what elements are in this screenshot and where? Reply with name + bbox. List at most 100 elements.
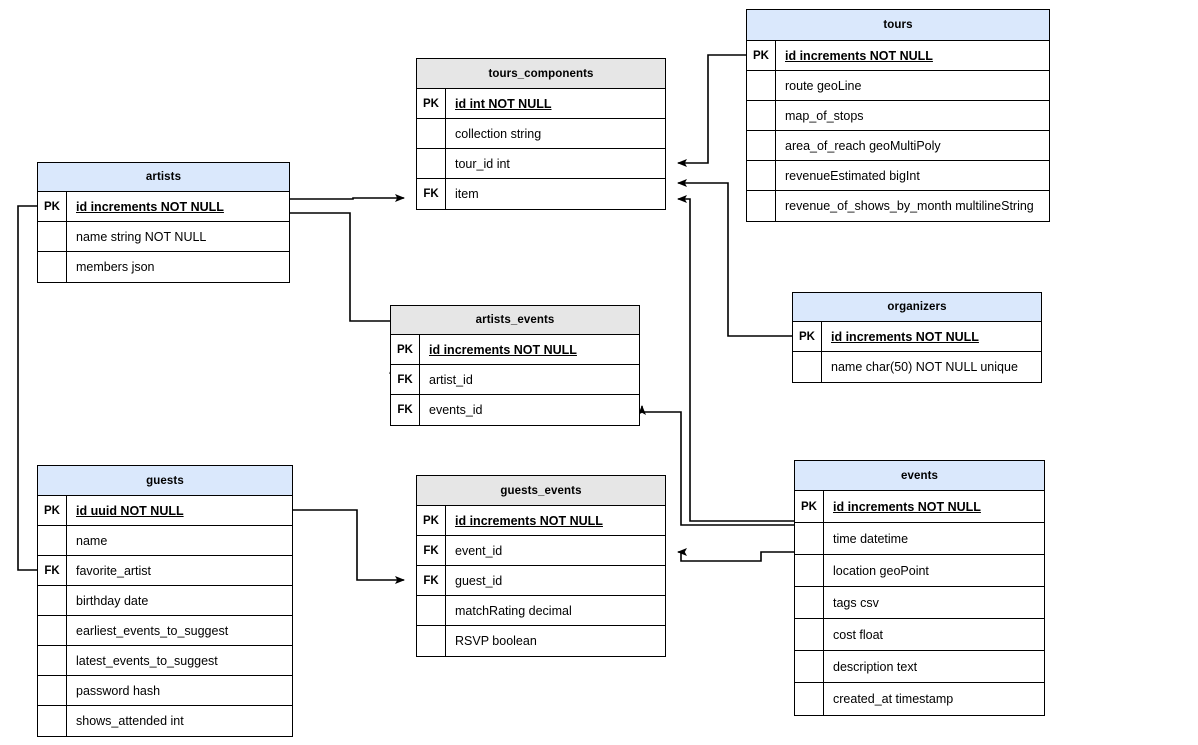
attribute-row[interactable]: PK id increments NOT NULL: [38, 192, 289, 222]
entity-title-guests_events: guests_events: [417, 476, 665, 506]
attribute-name: birthday date: [76, 593, 149, 608]
attribute-name: id increments NOT NULL: [831, 329, 979, 344]
attribute-row[interactable]: cost float: [795, 619, 1044, 651]
connector-artists-to-tours-components-item: [290, 194, 405, 202]
attribute-row[interactable]: time datetime: [795, 523, 1044, 555]
attribute-key: [38, 222, 67, 251]
attribute-row[interactable]: name: [38, 526, 292, 556]
attribute-name: item: [455, 187, 479, 201]
attribute-row[interactable]: matchRating decimal: [417, 596, 665, 626]
attribute-row[interactable]: collection string: [417, 119, 665, 149]
entity-title-organizers: organizers: [793, 293, 1041, 322]
entity-title-tours: tours: [747, 10, 1049, 41]
attribute-name: tags csv: [833, 595, 879, 610]
attribute-row[interactable]: password hash: [38, 676, 292, 706]
attribute-name: members json: [76, 260, 155, 274]
attribute-row[interactable]: map_of_stops: [747, 101, 1049, 131]
attribute-name: shows_attended int: [76, 714, 184, 728]
attribute-row[interactable]: PK id increments NOT NULL: [391, 335, 639, 365]
attribute-name: created_at timestamp: [833, 692, 954, 706]
attribute-key: [747, 161, 776, 190]
attribute-key: [38, 526, 67, 555]
attribute-name: name string NOT NULL: [76, 229, 207, 244]
attribute-name: id increments NOT NULL: [785, 48, 933, 63]
attribute-key: [795, 683, 824, 715]
attribute-row[interactable]: location geoPoint: [795, 555, 1044, 587]
connector-artists-to-artists-events-artist-id: [290, 212, 390, 322]
attribute-name: revenueEstimated bigInt: [785, 168, 920, 183]
entity-title-guests: guests: [38, 466, 292, 496]
attribute-key: PK: [38, 192, 67, 221]
attribute-name: password hash: [76, 683, 161, 698]
attribute-key: [747, 71, 776, 100]
attribute-name: favorite_artist: [76, 563, 152, 578]
attribute-key: PK: [38, 496, 67, 525]
attribute-key: FK: [417, 566, 446, 595]
attribute-key: [747, 131, 776, 160]
attribute-row[interactable]: tags csv: [795, 587, 1044, 619]
attribute-row[interactable]: name char(50) NOT NULL unique: [793, 352, 1041, 382]
attribute-row[interactable]: description text: [795, 651, 1044, 683]
attribute-name: area_of_reach geoMultiPoly: [785, 138, 941, 153]
attribute-row[interactable]: RSVP boolean: [417, 626, 665, 656]
attribute-name: id increments NOT NULL: [833, 499, 981, 514]
connector-guests-to-guests-events-guest-id: [293, 509, 405, 584]
attribute-name: events_id: [429, 403, 483, 417]
attribute-key: [417, 119, 446, 148]
attribute-name: id increments NOT NULL: [429, 342, 577, 357]
attribute-row[interactable]: earliest_events_to_suggest: [38, 616, 292, 646]
attribute-row[interactable]: revenueEstimated bigInt: [747, 161, 1049, 191]
attribute-key: [38, 252, 67, 282]
attribute-name: location geoPoint: [833, 563, 929, 578]
attribute-key: [417, 626, 446, 656]
attribute-key: [795, 619, 824, 650]
attribute-name: id increments NOT NULL: [76, 199, 224, 214]
attribute-name: id increments NOT NULL: [455, 513, 603, 528]
attribute-row[interactable]: PK id increments NOT NULL: [793, 322, 1041, 352]
attribute-key: PK: [793, 322, 822, 351]
attribute-row[interactable]: name string NOT NULL: [38, 222, 289, 252]
attribute-name: latest_events_to_suggest: [76, 653, 218, 668]
attribute-key: [38, 676, 67, 705]
attribute-row[interactable]: route geoLine: [747, 71, 1049, 101]
attribute-name: tour_id int: [455, 156, 510, 171]
attribute-key: [417, 596, 446, 625]
attribute-name: description text: [833, 659, 918, 674]
attribute-key: [747, 191, 776, 221]
attribute-key: PK: [391, 335, 420, 364]
attribute-row[interactable]: latest_events_to_suggest: [38, 646, 292, 676]
attribute-key: [38, 706, 67, 736]
attribute-name: RSVP boolean: [455, 634, 537, 648]
attribute-key: PK: [417, 89, 446, 118]
attribute-row[interactable]: area_of_reach geoMultiPoly: [747, 131, 1049, 161]
attribute-row[interactable]: created_at timestamp: [795, 683, 1044, 715]
attribute-row[interactable]: birthday date: [38, 586, 292, 616]
attribute-name: name: [76, 533, 108, 548]
attribute-row[interactable]: revenue_of_shows_by_month multilineStrin…: [747, 191, 1049, 221]
attribute-name: matchRating decimal: [455, 603, 572, 618]
connector-events-to-guests-events-event-id: [677, 548, 794, 562]
attribute-row[interactable]: members json: [38, 252, 289, 282]
attribute-row[interactable]: tour_id int: [417, 149, 665, 179]
attribute-row[interactable]: shows_attended int: [38, 706, 292, 736]
